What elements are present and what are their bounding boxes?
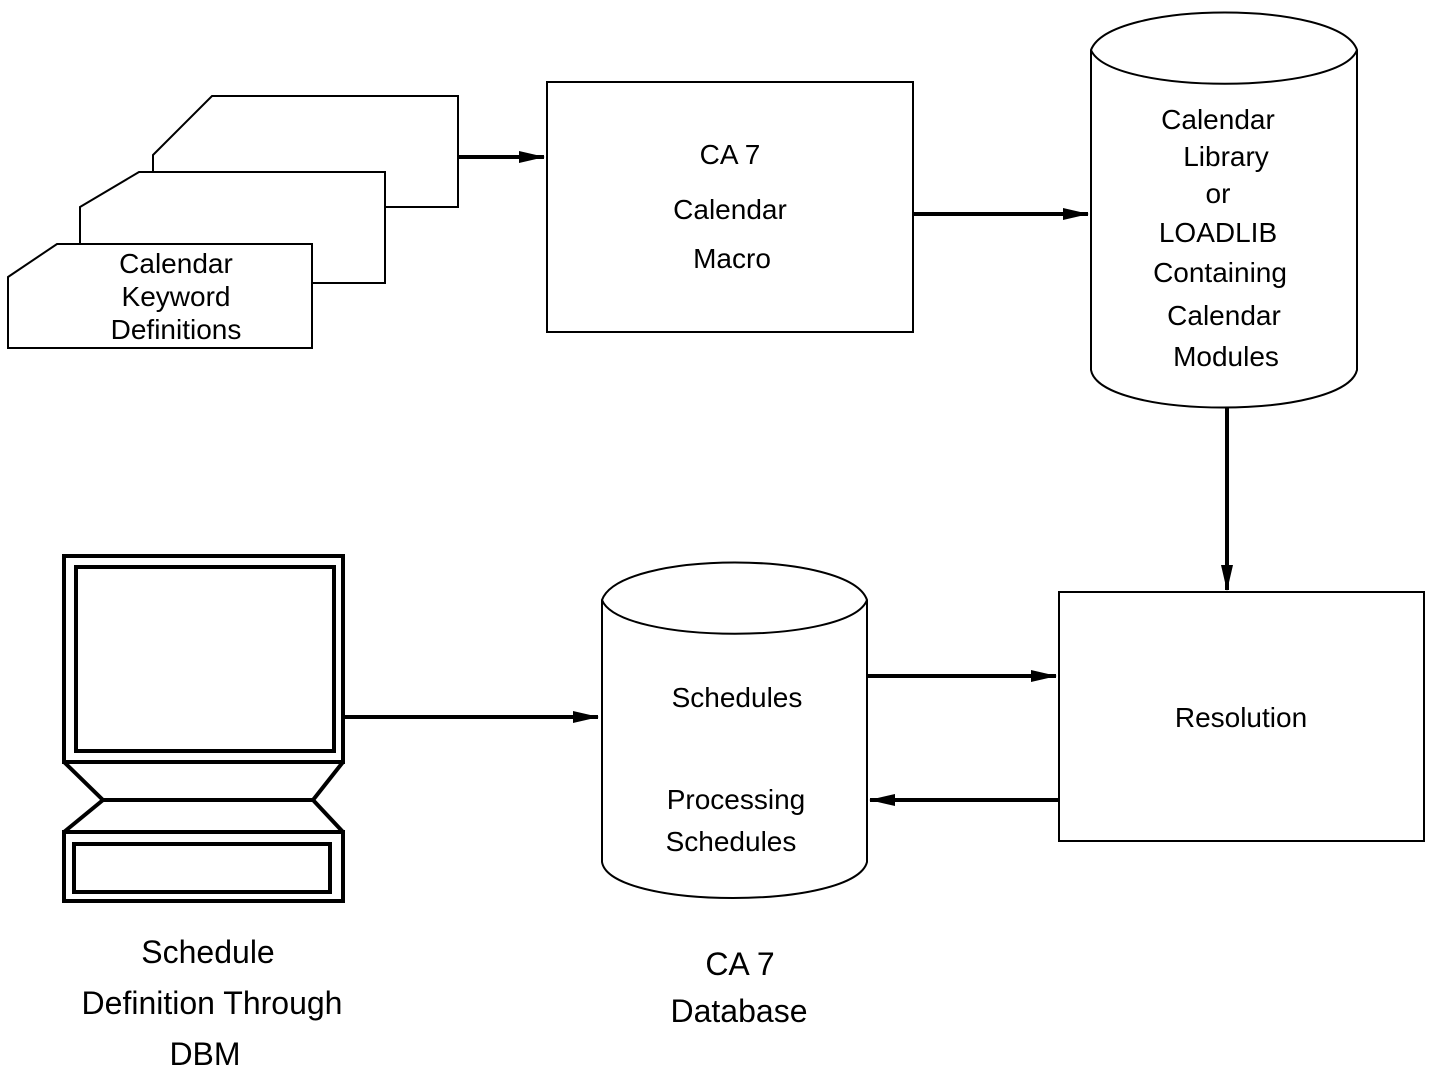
keyword-line-3: Definitions <box>111 314 242 345</box>
keyword-line-2: Keyword <box>122 281 231 312</box>
terminal-caption-2: Definition Through <box>82 985 343 1021</box>
keyword-definitions-cards: Calendar Keyword Definitions <box>7 95 459 349</box>
library-line-1: Calendar <box>1161 104 1275 135</box>
calendar-library-cylinder: Calendar Library or LOADLIB Containing C… <box>1090 11 1358 409</box>
database-line-2: Processing <box>667 784 806 815</box>
macro-line-2: Calendar <box>673 194 787 225</box>
resolution-label: Resolution <box>1175 702 1307 733</box>
database-caption-2: Database <box>671 993 808 1029</box>
library-line-5: Containing <box>1153 257 1287 288</box>
terminal-caption-1: Schedule <box>141 934 274 970</box>
macro-line-1: CA 7 <box>700 139 761 170</box>
terminal-caption-3: DBM <box>169 1036 240 1072</box>
terminal-icon: Schedule Definition Through DBM <box>62 554 345 1072</box>
library-line-3: or <box>1206 178 1231 209</box>
library-line-7: Modules <box>1173 341 1279 372</box>
database-line-3: Schedules <box>666 826 797 857</box>
database-cylinder: Schedules Processing Schedules CA 7 Data… <box>601 561 868 1029</box>
calendar-macro-box: CA 7 Calendar Macro <box>546 81 914 333</box>
library-line-4: LOADLIB <box>1159 217 1277 248</box>
keyword-line-1: Calendar <box>119 248 233 279</box>
database-caption-1: CA 7 <box>705 946 774 982</box>
library-line-2: Library <box>1183 141 1269 172</box>
library-line-6: Calendar <box>1167 300 1281 331</box>
macro-line-3: Macro <box>693 243 771 274</box>
card-front <box>7 243 313 349</box>
database-line-1: Schedules <box>672 682 803 713</box>
resolution-box: Resolution <box>1058 591 1425 842</box>
